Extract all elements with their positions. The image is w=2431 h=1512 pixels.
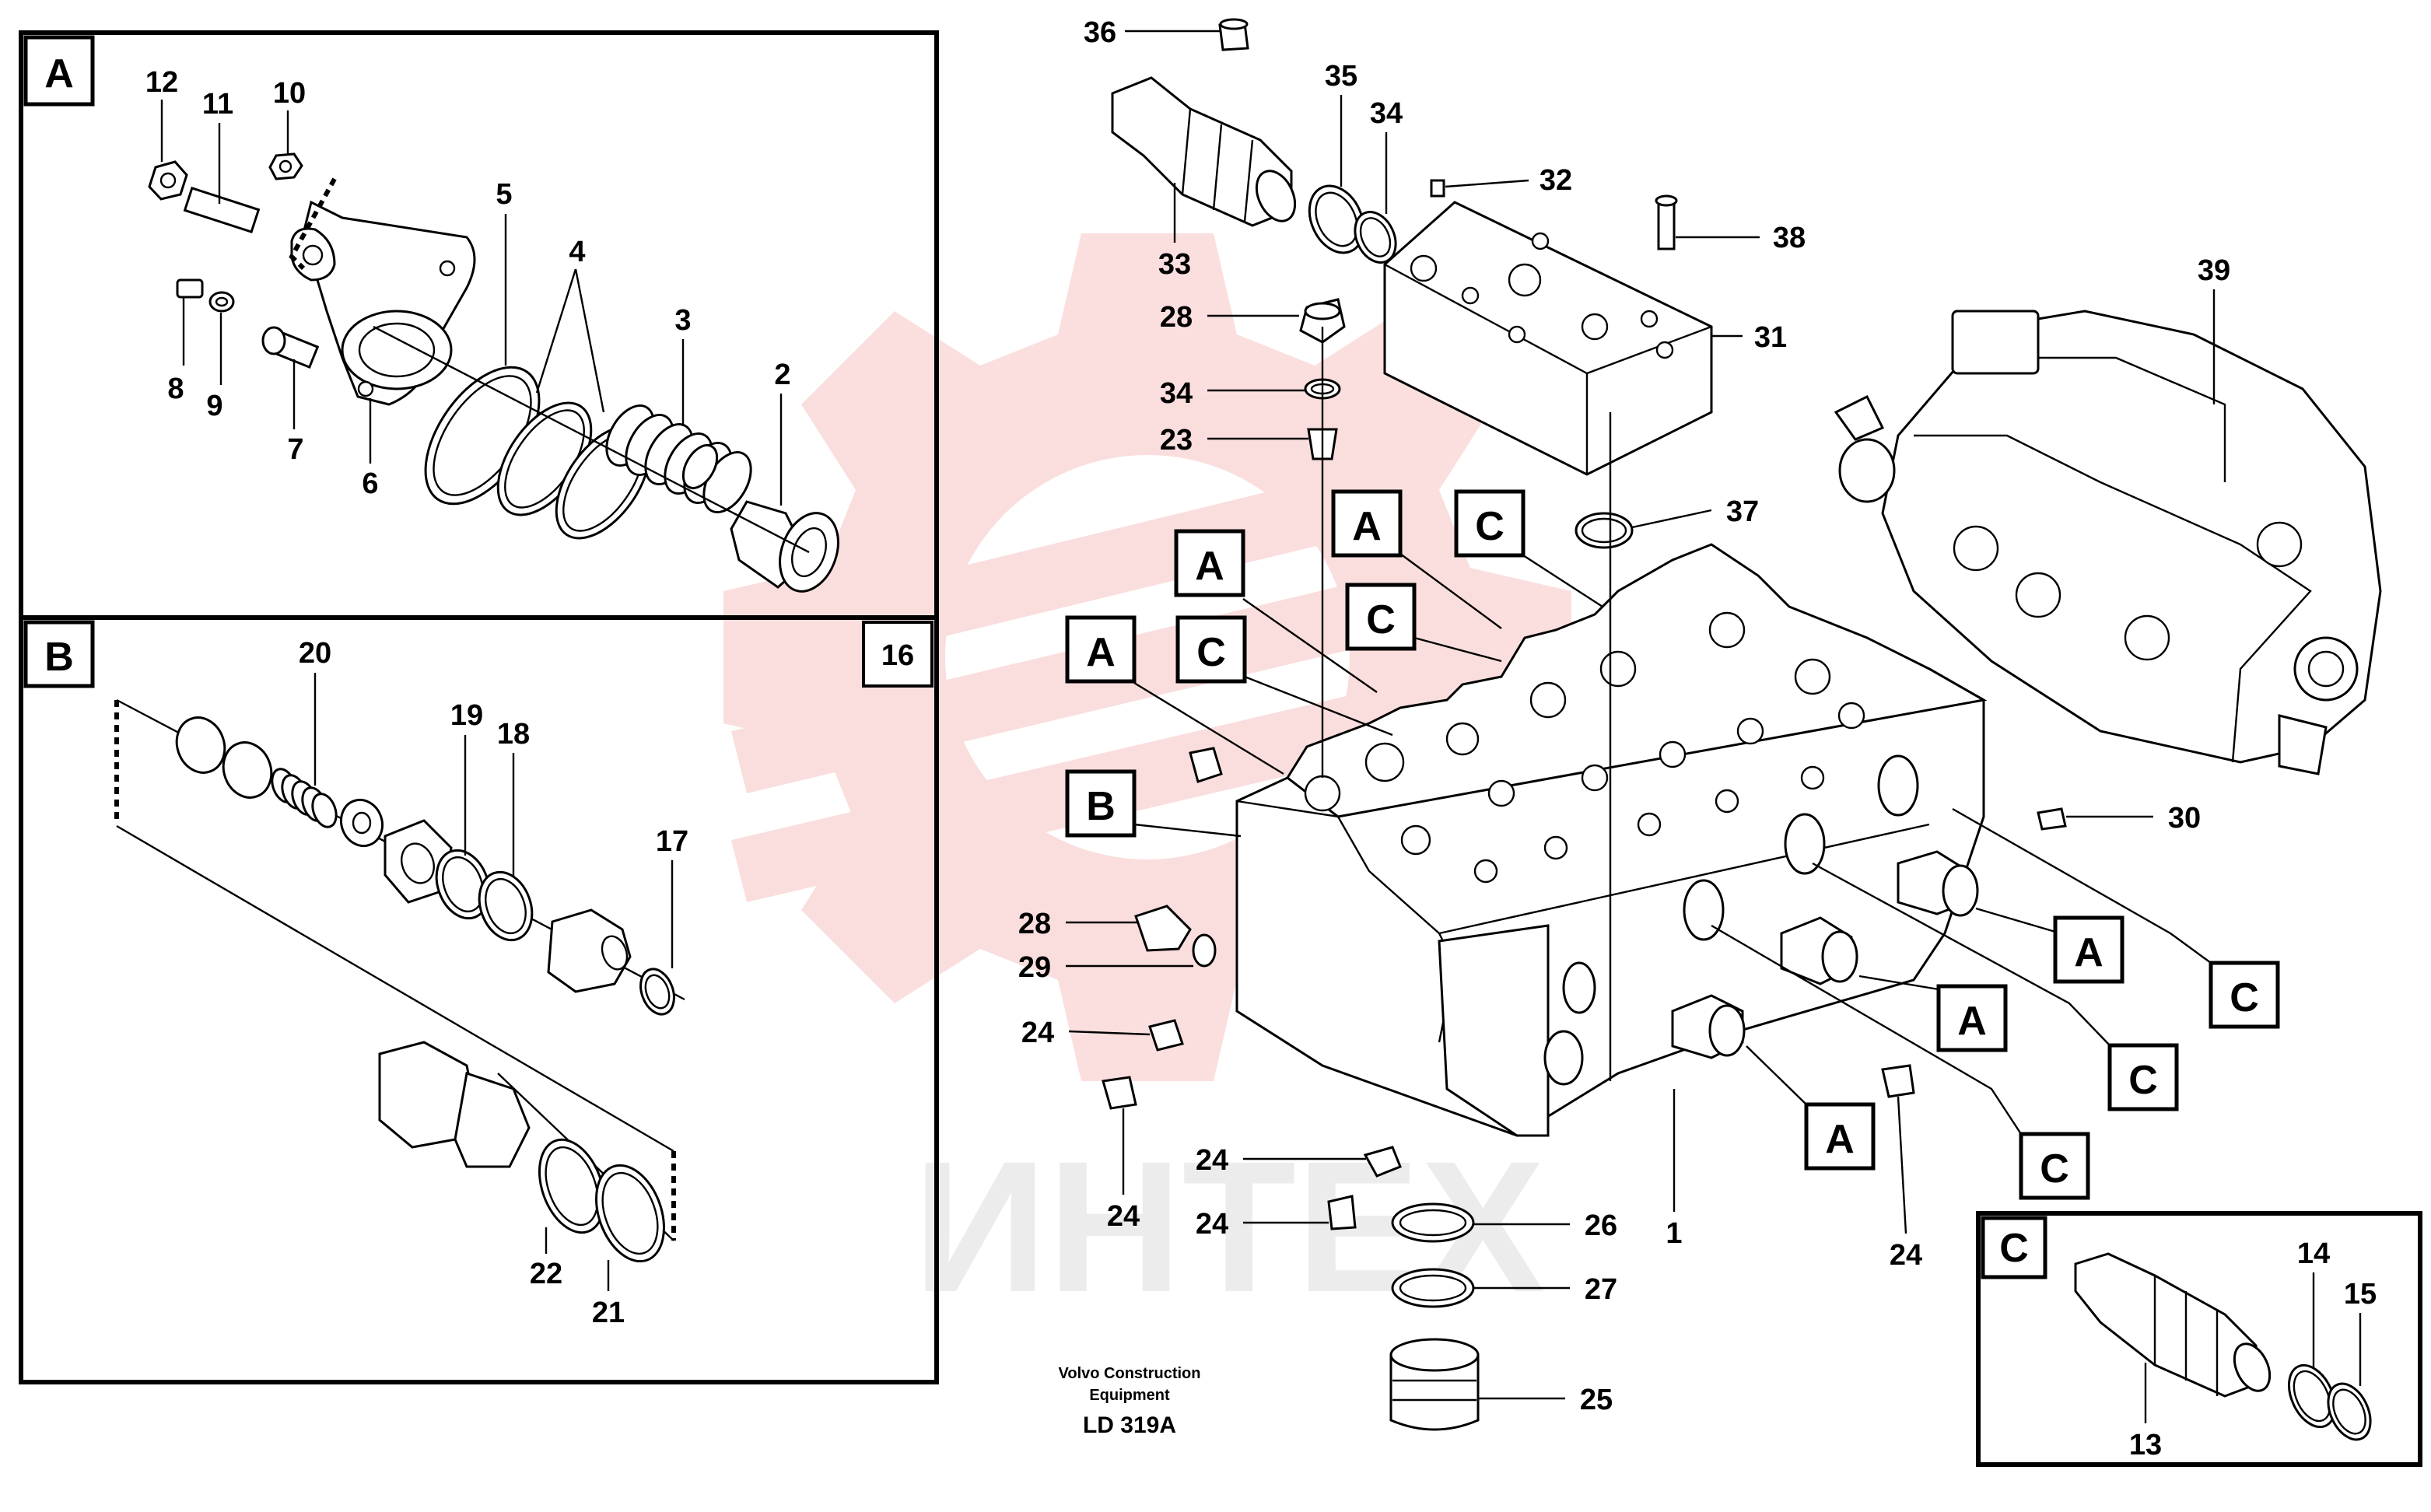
- part-number-18: 18: [497, 718, 530, 751]
- relief-valve-33: [1111, 18, 1397, 264]
- part-number-13: 13: [2129, 1429, 2162, 1461]
- part-number-30: 30: [2168, 802, 2201, 835]
- part-number-15: 15: [2344, 1278, 2377, 1311]
- part-number-4: 4: [569, 236, 585, 268]
- part-number-11: 11: [202, 88, 233, 121]
- panel-c-label: C: [1999, 1226, 2029, 1271]
- footer-code: LD 319A: [1083, 1412, 1176, 1438]
- callout-c2: C: [1366, 597, 1396, 642]
- part-number-14: 14: [2297, 1237, 2330, 1270]
- part-number-28a: 28: [1160, 301, 1193, 334]
- panel-b-label: B: [44, 635, 74, 680]
- part-number-19: 19: [450, 699, 483, 732]
- part-number-10: 10: [273, 77, 306, 110]
- footer: Volvo Construction Equipment LD 319A: [1059, 1365, 1201, 1438]
- part-number-25: 25: [1580, 1384, 1613, 1416]
- part-number-38: 38: [1773, 222, 1806, 254]
- panel-c: C 14 15 13: [1976, 1211, 2422, 1467]
- part-number-8: 8: [167, 373, 184, 405]
- part-number-23: 23: [1160, 424, 1193, 457]
- callout-a3: A: [1352, 504, 1382, 549]
- part-number-6: 6: [362, 467, 378, 500]
- part-number-7: 7: [287, 433, 303, 466]
- panel-b-corner-number: 16: [881, 639, 914, 672]
- part-number-2: 2: [774, 359, 790, 391]
- part-number-29: 29: [1018, 951, 1051, 984]
- part-number-24b: 24: [1107, 1200, 1140, 1233]
- callout-a5: A: [1957, 999, 1987, 1044]
- part-number-22: 22: [530, 1258, 562, 1290]
- callout-c4: C: [2230, 975, 2259, 1020]
- part-number-12: 12: [145, 66, 178, 99]
- part-number-24a: 24: [1021, 1017, 1054, 1049]
- main-part-labels: 36 35 34 32 38 31 33 28 34 23 37 39 30 2…: [1018, 16, 2230, 1416]
- part-number-5: 5: [496, 178, 512, 211]
- panel-a: A: [19, 30, 939, 620]
- part-number-1: 1: [1666, 1217, 1682, 1250]
- part-number-26: 26: [1585, 1209, 1617, 1242]
- part-number-35: 35: [1325, 60, 1357, 93]
- footer-line1: Volvo Construction: [1059, 1365, 1201, 1382]
- callout-c5: C: [2128, 1058, 2158, 1103]
- small-parts: [1102, 179, 2067, 1431]
- panel-b: B 16 20: [19, 615, 939, 1384]
- part-number-24c: 24: [1196, 1144, 1228, 1177]
- part-number-27: 27: [1585, 1273, 1617, 1306]
- panel-a-label: A: [44, 51, 74, 96]
- assembled-view-39: [1834, 310, 2382, 775]
- callout-c1: C: [1196, 630, 1226, 675]
- callout-a6: A: [1825, 1117, 1855, 1162]
- part-number-20: 20: [299, 637, 331, 670]
- callout-boxes: A A A A A A B C C C C C: [1065, 489, 2280, 1200]
- part-number-39: 39: [2198, 254, 2230, 287]
- part-number-21: 21: [592, 1297, 625, 1329]
- part-number-24e: 24: [1890, 1239, 1922, 1272]
- callout-a4: A: [2074, 930, 2103, 975]
- callout-a1: A: [1195, 544, 1224, 589]
- callout-c3: C: [1475, 504, 1504, 549]
- part-number-33: 33: [1158, 248, 1191, 281]
- callout-b1: B: [1086, 784, 1116, 829]
- part-number-34: 34: [1370, 97, 1403, 130]
- part-number-3: 3: [674, 304, 691, 337]
- part-number-31: 31: [1754, 321, 1787, 354]
- part-number-32: 32: [1540, 164, 1572, 197]
- callout-c6: C: [2040, 1146, 2069, 1192]
- footer-line2: Equipment: [1089, 1387, 1170, 1404]
- part-number-17: 17: [656, 825, 688, 858]
- callout-a2: A: [1086, 630, 1116, 675]
- cover-block: [1383, 201, 1713, 476]
- part-number-28b: 28: [1018, 908, 1051, 940]
- part-number-34b: 34: [1160, 377, 1193, 410]
- part-number-37: 37: [1726, 495, 1759, 528]
- part-number-9: 9: [206, 390, 222, 422]
- part-number-36: 36: [1084, 16, 1116, 49]
- part-number-24d: 24: [1196, 1208, 1228, 1241]
